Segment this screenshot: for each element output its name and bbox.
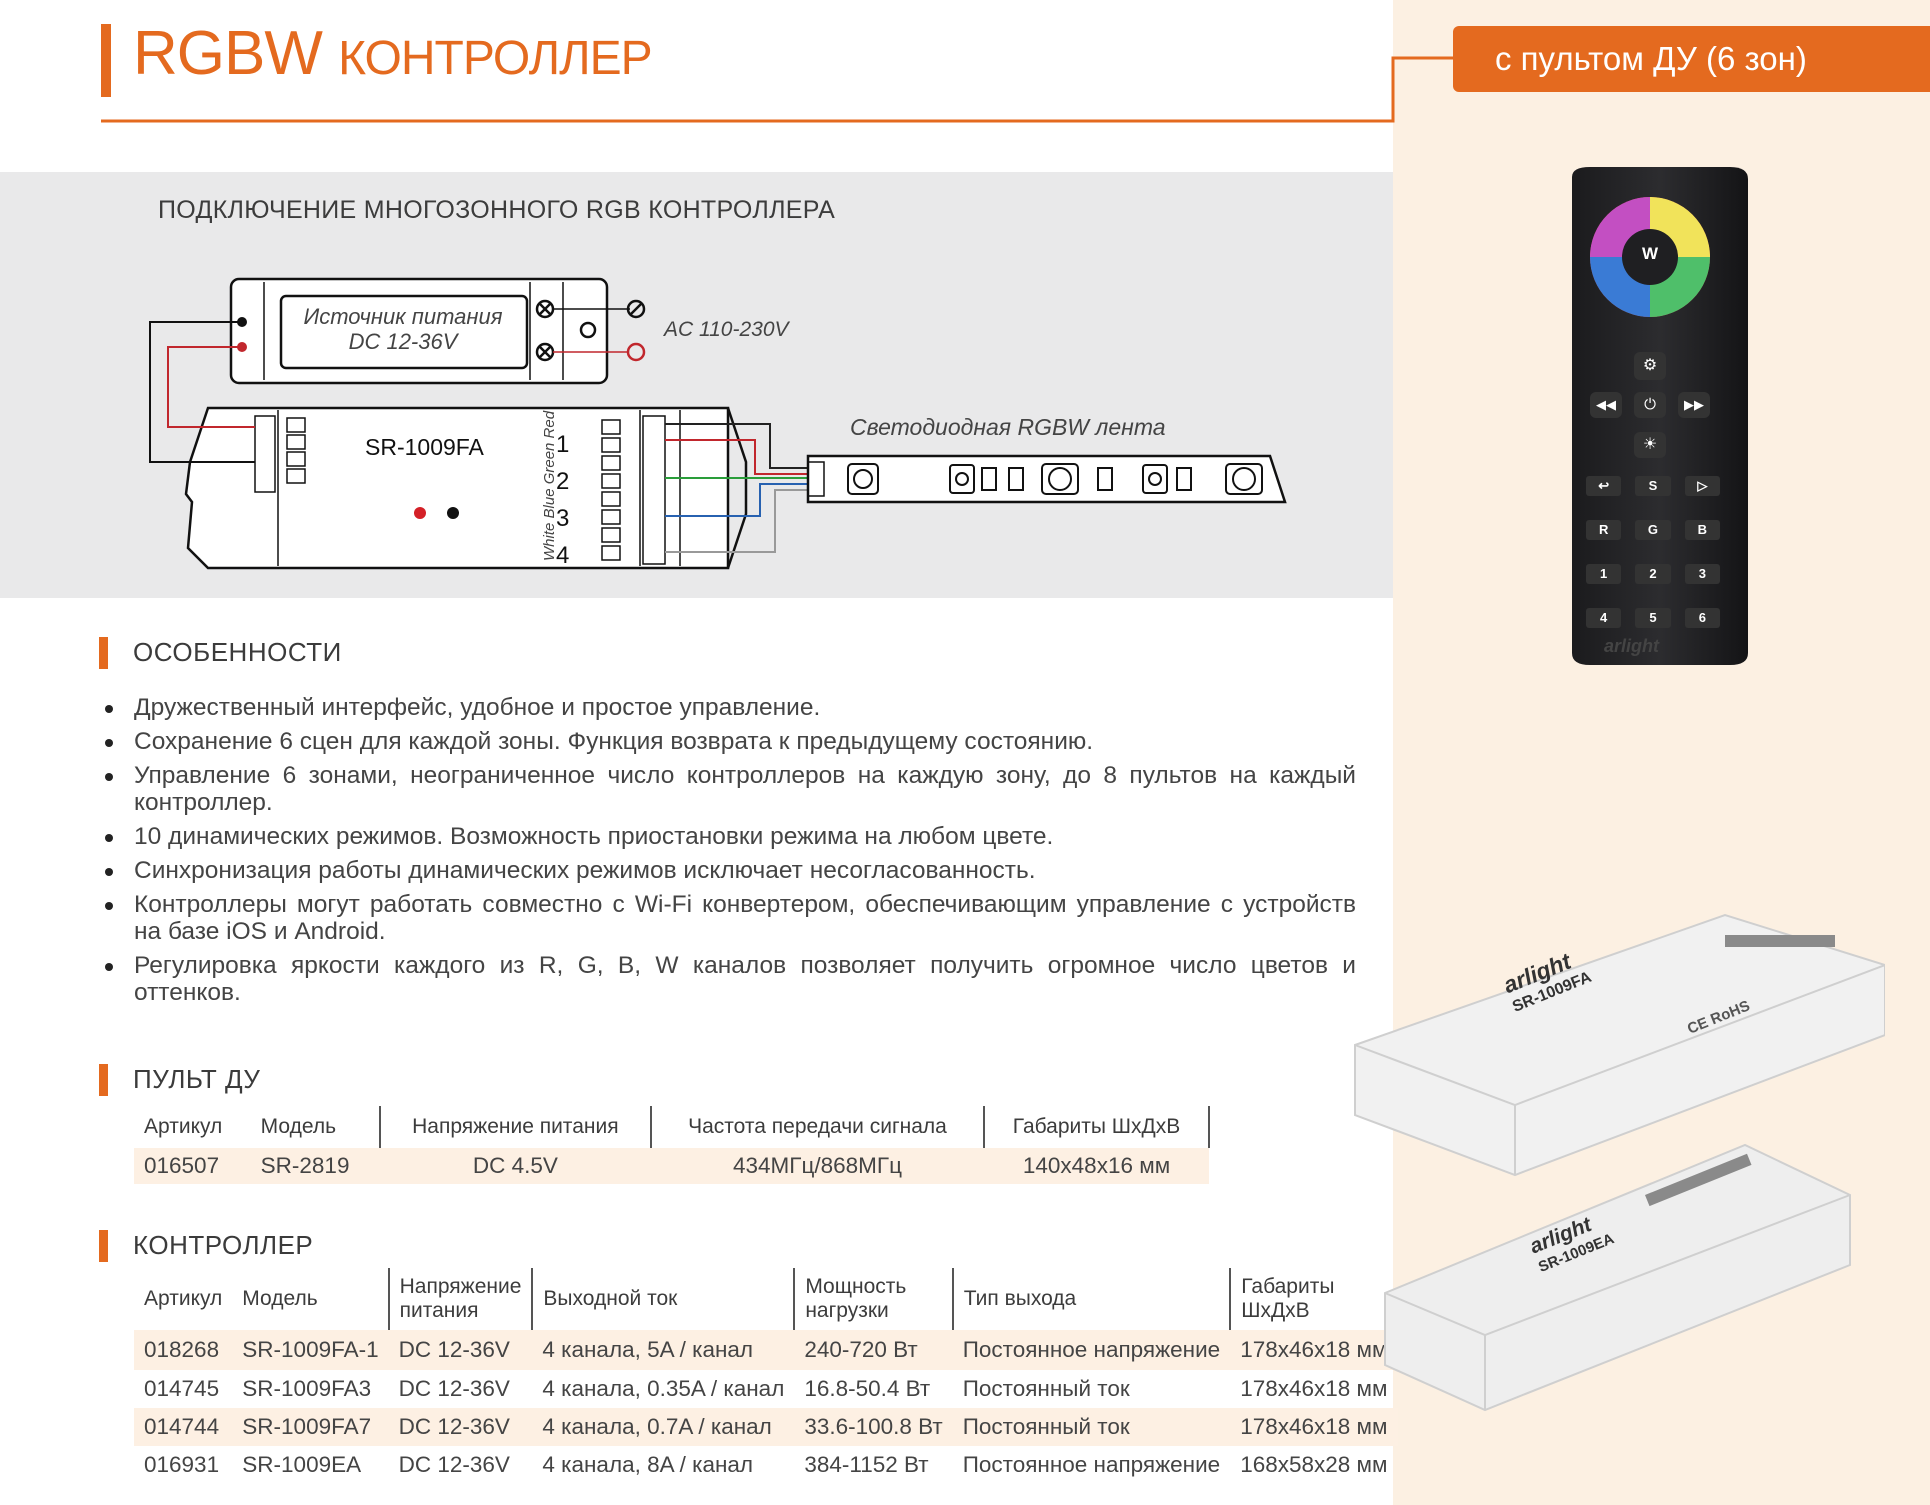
back-icon: ↩ [1586,476,1622,496]
controller-label: SR-1009FA [365,434,484,460]
remote-key: B [1684,520,1720,540]
features-list: Дружественный интерфейс, удобное и прост… [102,694,1356,1013]
rewind-icon: ◀◀ [1590,392,1622,418]
strip-label: Светодиодная RGBW лента [850,414,1166,440]
table-header-row: Артикул Модель Напряжение питания Частот… [134,1106,1210,1148]
remote-key: 1 [1586,564,1622,584]
list-item: Управление 6 зонами, неограниченное числ… [102,762,1356,816]
table-header-row: Артикул Модель Напряжение питания Выходн… [134,1268,1398,1330]
remote-brand: arlight [1604,636,1660,656]
power-icon: ⏻ [1634,392,1666,418]
remote-title: ПУЛЬТ ДУ [133,1064,261,1094]
remote-key: 4 [1586,608,1622,628]
wiring-diagram [149,277,1287,570]
controller-table: Артикул Модель Напряжение питания Выходн… [134,1268,1398,1484]
list-item: Дружественный интерфейс, удобное и прост… [102,694,1356,721]
ac-label: AC 110-230V [664,318,789,341]
remote-key: 6 [1684,608,1720,628]
remote-key: S [1635,476,1671,496]
controller-box [184,406,730,570]
remote-table: Артикул Модель Напряжение питания Частот… [134,1106,1210,1184]
diagram-heading: ПОДКЛЮЧЕНИЕ МНОГОЗОННОГО RGB КОНТРОЛЛЕРА [158,196,836,224]
list-item: 10 динамических режимов. Возможность при… [102,823,1356,850]
table-row: 016507 SR-2819 DC 4.5V 434МГц/868МГц 140… [134,1148,1209,1184]
remote-key: 3 [1684,564,1720,584]
list-item: Сохранение 6 сцен для каждой зоны. Функц… [102,728,1356,755]
title-accent-bar [101,24,111,97]
controller-accent [99,1230,108,1262]
remote-key: 5 [1635,608,1671,628]
forward-icon: ▶▶ [1678,392,1710,418]
remote-buttons: ↩ S ▷ R G B 1 2 3 4 5 6 [1586,476,1720,628]
list-item: Регулировка яркости каждого из R, G, B, … [102,952,1356,1006]
features-accent [99,637,108,669]
remote-key: 2 [1635,564,1671,584]
gear-icon: ⚙ [1634,352,1666,380]
remote-accent [99,1064,108,1096]
play-icon: ▷ [1684,476,1720,496]
brightness-icon: ☀ [1634,432,1666,458]
controller-devices-image [1354,913,1885,1412]
controller-title: КОНТРОЛЛЕР [133,1230,314,1260]
remote-key-w: W [1641,244,1659,263]
remote-key: G [1635,520,1671,540]
list-item: Контроллеры могут работать совместно с W… [102,891,1356,945]
psu-box [229,277,609,385]
list-item: Синхронизация работы динамических режимо… [102,857,1356,884]
page-title: RGBW Контроллер [133,19,653,88]
remote-key: R [1586,520,1622,540]
header-rule [101,56,1456,123]
zone-badge: с пультом ДУ (6 зон) [1453,26,1930,92]
features-title: ОСОБЕННОСТИ [133,637,342,667]
